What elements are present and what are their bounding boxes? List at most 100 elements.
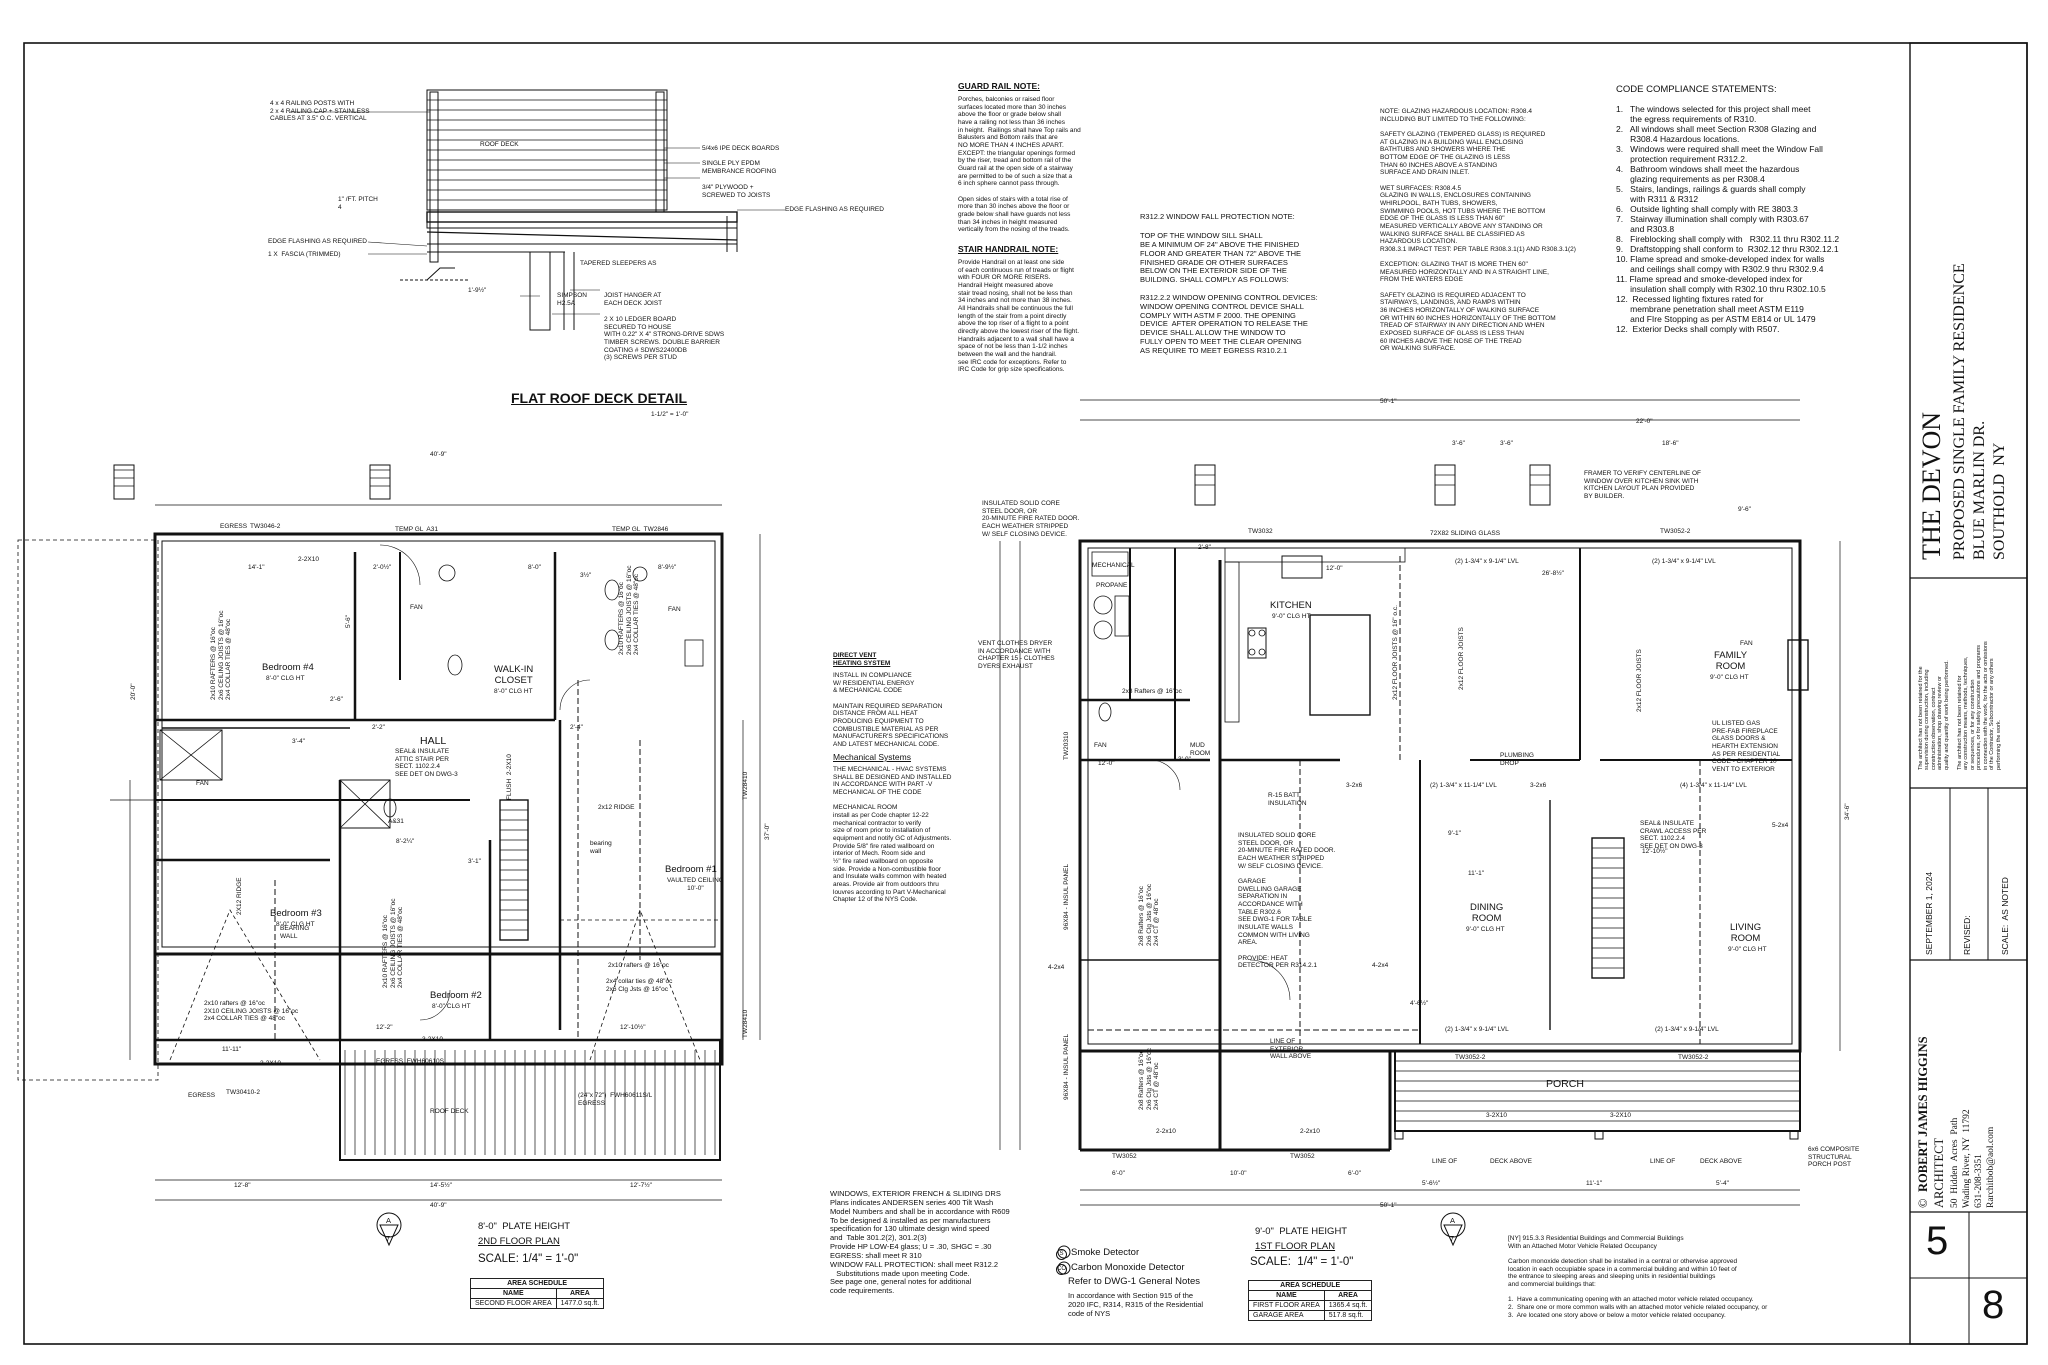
code-compliance-item: 3. Windows were required shall meet the …: [1616, 144, 1823, 165]
room-living: LIVING ROOM: [1730, 922, 1762, 945]
ff-label: UL LISTED GAS PRE-FAB FIREPLACE GLASS DO…: [1712, 720, 1781, 773]
ff-label: 2x12 FLOOR JOISTS @ 16" o.c.: [1392, 605, 1399, 700]
window-fall-note-text: TOP OF THE WINDOW SILL SHALL BE A MINIMU…: [1140, 231, 1318, 355]
room-mud: MUD ROOM: [1190, 742, 1211, 757]
ff-label: 26'-8½": [1542, 570, 1564, 577]
sf-label: 11'-11": [222, 1046, 242, 1053]
ff-label: 4'-6½": [1410, 1000, 1429, 1007]
sf-label: 12'-7½": [630, 1182, 652, 1189]
sf-label: 3-2X10: [422, 1036, 443, 1043]
sf-label: 3'-4": [292, 738, 305, 745]
co-code-text: [NY] 915.3.3 Residential Buildings and C…: [1508, 1235, 1768, 1319]
second-floor-plan-scale: SCALE: 1/4" = 1'-0": [478, 1253, 579, 1265]
ff-label: TW3052-2: [1660, 528, 1691, 535]
room-dining: DINING ROOM: [1470, 902, 1504, 925]
code-compliance-item: 2. All windows shall meet Section R308 G…: [1616, 124, 1817, 145]
deck-label: 2 X 10 LEDGER BOARD SECURED TO HOUSE WIT…: [604, 316, 725, 362]
room-walk-in-closet: WALK-IN CLOSET: [494, 664, 534, 687]
mechanical-systems-text: THE MECHANICAL - HVAC SYSTEMS SHALL BE D…: [833, 766, 952, 904]
room-bedroom-1-height: VAULTED CEILING 10'-0": [667, 877, 724, 892]
drawing-date: SEPTEMBER 1, 2024: [1924, 871, 1934, 955]
ff-label: LINE OF: [1650, 1158, 1676, 1165]
code-compliance-item: 12. Exterior Decks shall comply with R50…: [1616, 324, 1780, 335]
code-compliance-item: 9. Draftstopping shall conform to R302.1…: [1616, 244, 1839, 255]
ff-label: TW3052-2: [1678, 1054, 1709, 1061]
sf-label: TW28410: [742, 771, 749, 800]
room-dining-height: 9'-0" CLG HT: [1466, 926, 1505, 933]
roof-deck-detail: [290, 89, 785, 331]
first-floor-plate-height: 9'-0" PLATE HEIGHT: [1255, 1226, 1348, 1237]
refer-general-notes: Refer to DWG-1 General Notes: [1068, 1276, 1200, 1287]
ff-label: DECK ABOVE: [1700, 1158, 1742, 1165]
sf-label: 2'-4": [570, 724, 583, 731]
smoke-detector-symbol: S: [1056, 1249, 1067, 1260]
ff-label: TW3052-2: [1455, 1054, 1486, 1061]
ff-label: 2-2x10: [1300, 1128, 1320, 1135]
ff-label: 18'-6": [1662, 440, 1679, 447]
sf-label: EGRESS: [220, 523, 248, 530]
sf-label: FAN: [668, 606, 681, 613]
deck-label: 1 X FASCIA (TRIMMED): [268, 251, 341, 258]
sf-label: 2-2X10: [298, 556, 319, 563]
ff-label: 2x8 Rafters @ 16"oc 2x6 Clg Jsts @ 16"oc…: [1138, 883, 1161, 946]
schedule-col-name: NAME: [1248, 1290, 1325, 1301]
project-street: BLUE MARLIN DR.: [1971, 420, 1988, 560]
room-bedroom-3: Bedroom #3: [270, 908, 322, 919]
code-compliance-list: 1. The windows selected for this project…: [1616, 104, 1896, 334]
ff-label: 6x6 COMPOSITE STRUCTURAL PORCH POST: [1808, 1146, 1860, 1169]
room-walk-in-closet-height: 8'-0" CLG HT: [494, 688, 533, 695]
sf-label: 2-2X10: [260, 1060, 281, 1067]
ff-label: FAN: [1094, 742, 1107, 749]
sf-label: FLUSH 2-2X10: [506, 754, 513, 800]
stair-handrail-note-text: Provide Handrail on at least one side of…: [958, 259, 1080, 374]
code-compliance-item: 6. Outside lighting shall comply with RE…: [1616, 204, 1798, 215]
sf-label: 2X12 RIDGE: [236, 877, 243, 915]
sf-label: (24"x 72") FWH60611S/L EGRESS: [578, 1092, 653, 1107]
ff-label: 3-2x6: [1346, 782, 1363, 789]
ff-label: 3'-6": [1452, 440, 1465, 447]
ff-label: FAN: [1740, 640, 1753, 647]
sf-label: 2'-0½": [373, 564, 392, 571]
sf-label: TW30410-2: [226, 1089, 260, 1096]
ff-label: 12'-10½": [1642, 848, 1668, 855]
ff-label: TW3032: [1248, 528, 1273, 535]
ff-label: 2-2x10: [1156, 1128, 1176, 1135]
sf-label: 2x10 rafters @ 16"oc 2X10 CEILING JOISTS…: [204, 1000, 299, 1023]
code-compliance-item: 7. Stairway illumination shall comply wi…: [1616, 214, 1809, 235]
deck-label: EDGE FLASHING AS REQUIRED: [268, 238, 367, 245]
sf-label: BEARING WALL: [280, 925, 310, 940]
code-compliance-item: 12. Recessed lighting fixtures rated for…: [1616, 294, 1816, 325]
ff-label: 5-2x4: [1772, 822, 1789, 829]
sf-label: 2x12 RIDGE: [598, 804, 635, 811]
ff-label: 11'-1": [1468, 870, 1485, 877]
ff-label: (2) 1-3/4" x 9-1/4" LVL: [1445, 1026, 1509, 1033]
sf-label: 5'-6": [345, 615, 352, 628]
sf-label: SEAL& INSULATE ATTIC STAIR PER SECT. 110…: [395, 748, 458, 778]
sheet-number: 5: [1926, 1219, 1949, 1263]
room-bedroom-2-height: 8'-0" CLG HT: [432, 1003, 471, 1010]
deck-label: SIMPSON H2.5A: [557, 292, 587, 307]
code-compliance-title: CODE COMPLIANCE STATEMENTS:: [1616, 84, 1777, 95]
sheet-total: 8: [1982, 1283, 2005, 1327]
ff-label: 2'-8": [1198, 544, 1211, 551]
ff-label: TW3052: [1112, 1153, 1137, 1160]
architect-title: ARCHITECT: [1932, 1137, 1946, 1208]
ff-label: 3-2X10: [1610, 1112, 1631, 1119]
stair-handrail-note-title: STAIR HANDRAIL NOTE:: [958, 244, 1059, 254]
deck-label: 3/4" PLYWOOD + SCREWED TO JOISTS: [702, 184, 771, 199]
sf-label: 3'-1": [468, 858, 481, 865]
ff-label: (2) 1-3/4" x 9-1/4" LVL: [1655, 1026, 1719, 1033]
sf-label: 40'-9": [430, 1202, 447, 1209]
ff-label: 22'-0": [1636, 418, 1653, 425]
ff-label: MECHANICAL: [1092, 562, 1135, 569]
sf-label: TEMP GL TW2846: [612, 526, 669, 533]
deck-label: SINGLE PLY EPDM MEMBRANCE ROOFING: [702, 160, 777, 175]
ff-label: 72X82 SLIDING GLASS: [1430, 530, 1501, 537]
code-compliance-item: 1. The windows selected for this project…: [1616, 104, 1811, 125]
sf-label: FAN: [196, 780, 209, 787]
room-family: FAMILY ROOM: [1714, 650, 1748, 673]
room-bedroom-3-height: 8'-0" CLG HT: [276, 921, 315, 928]
drawing-scale: SCALE: AS NOTED: [2000, 877, 2010, 955]
